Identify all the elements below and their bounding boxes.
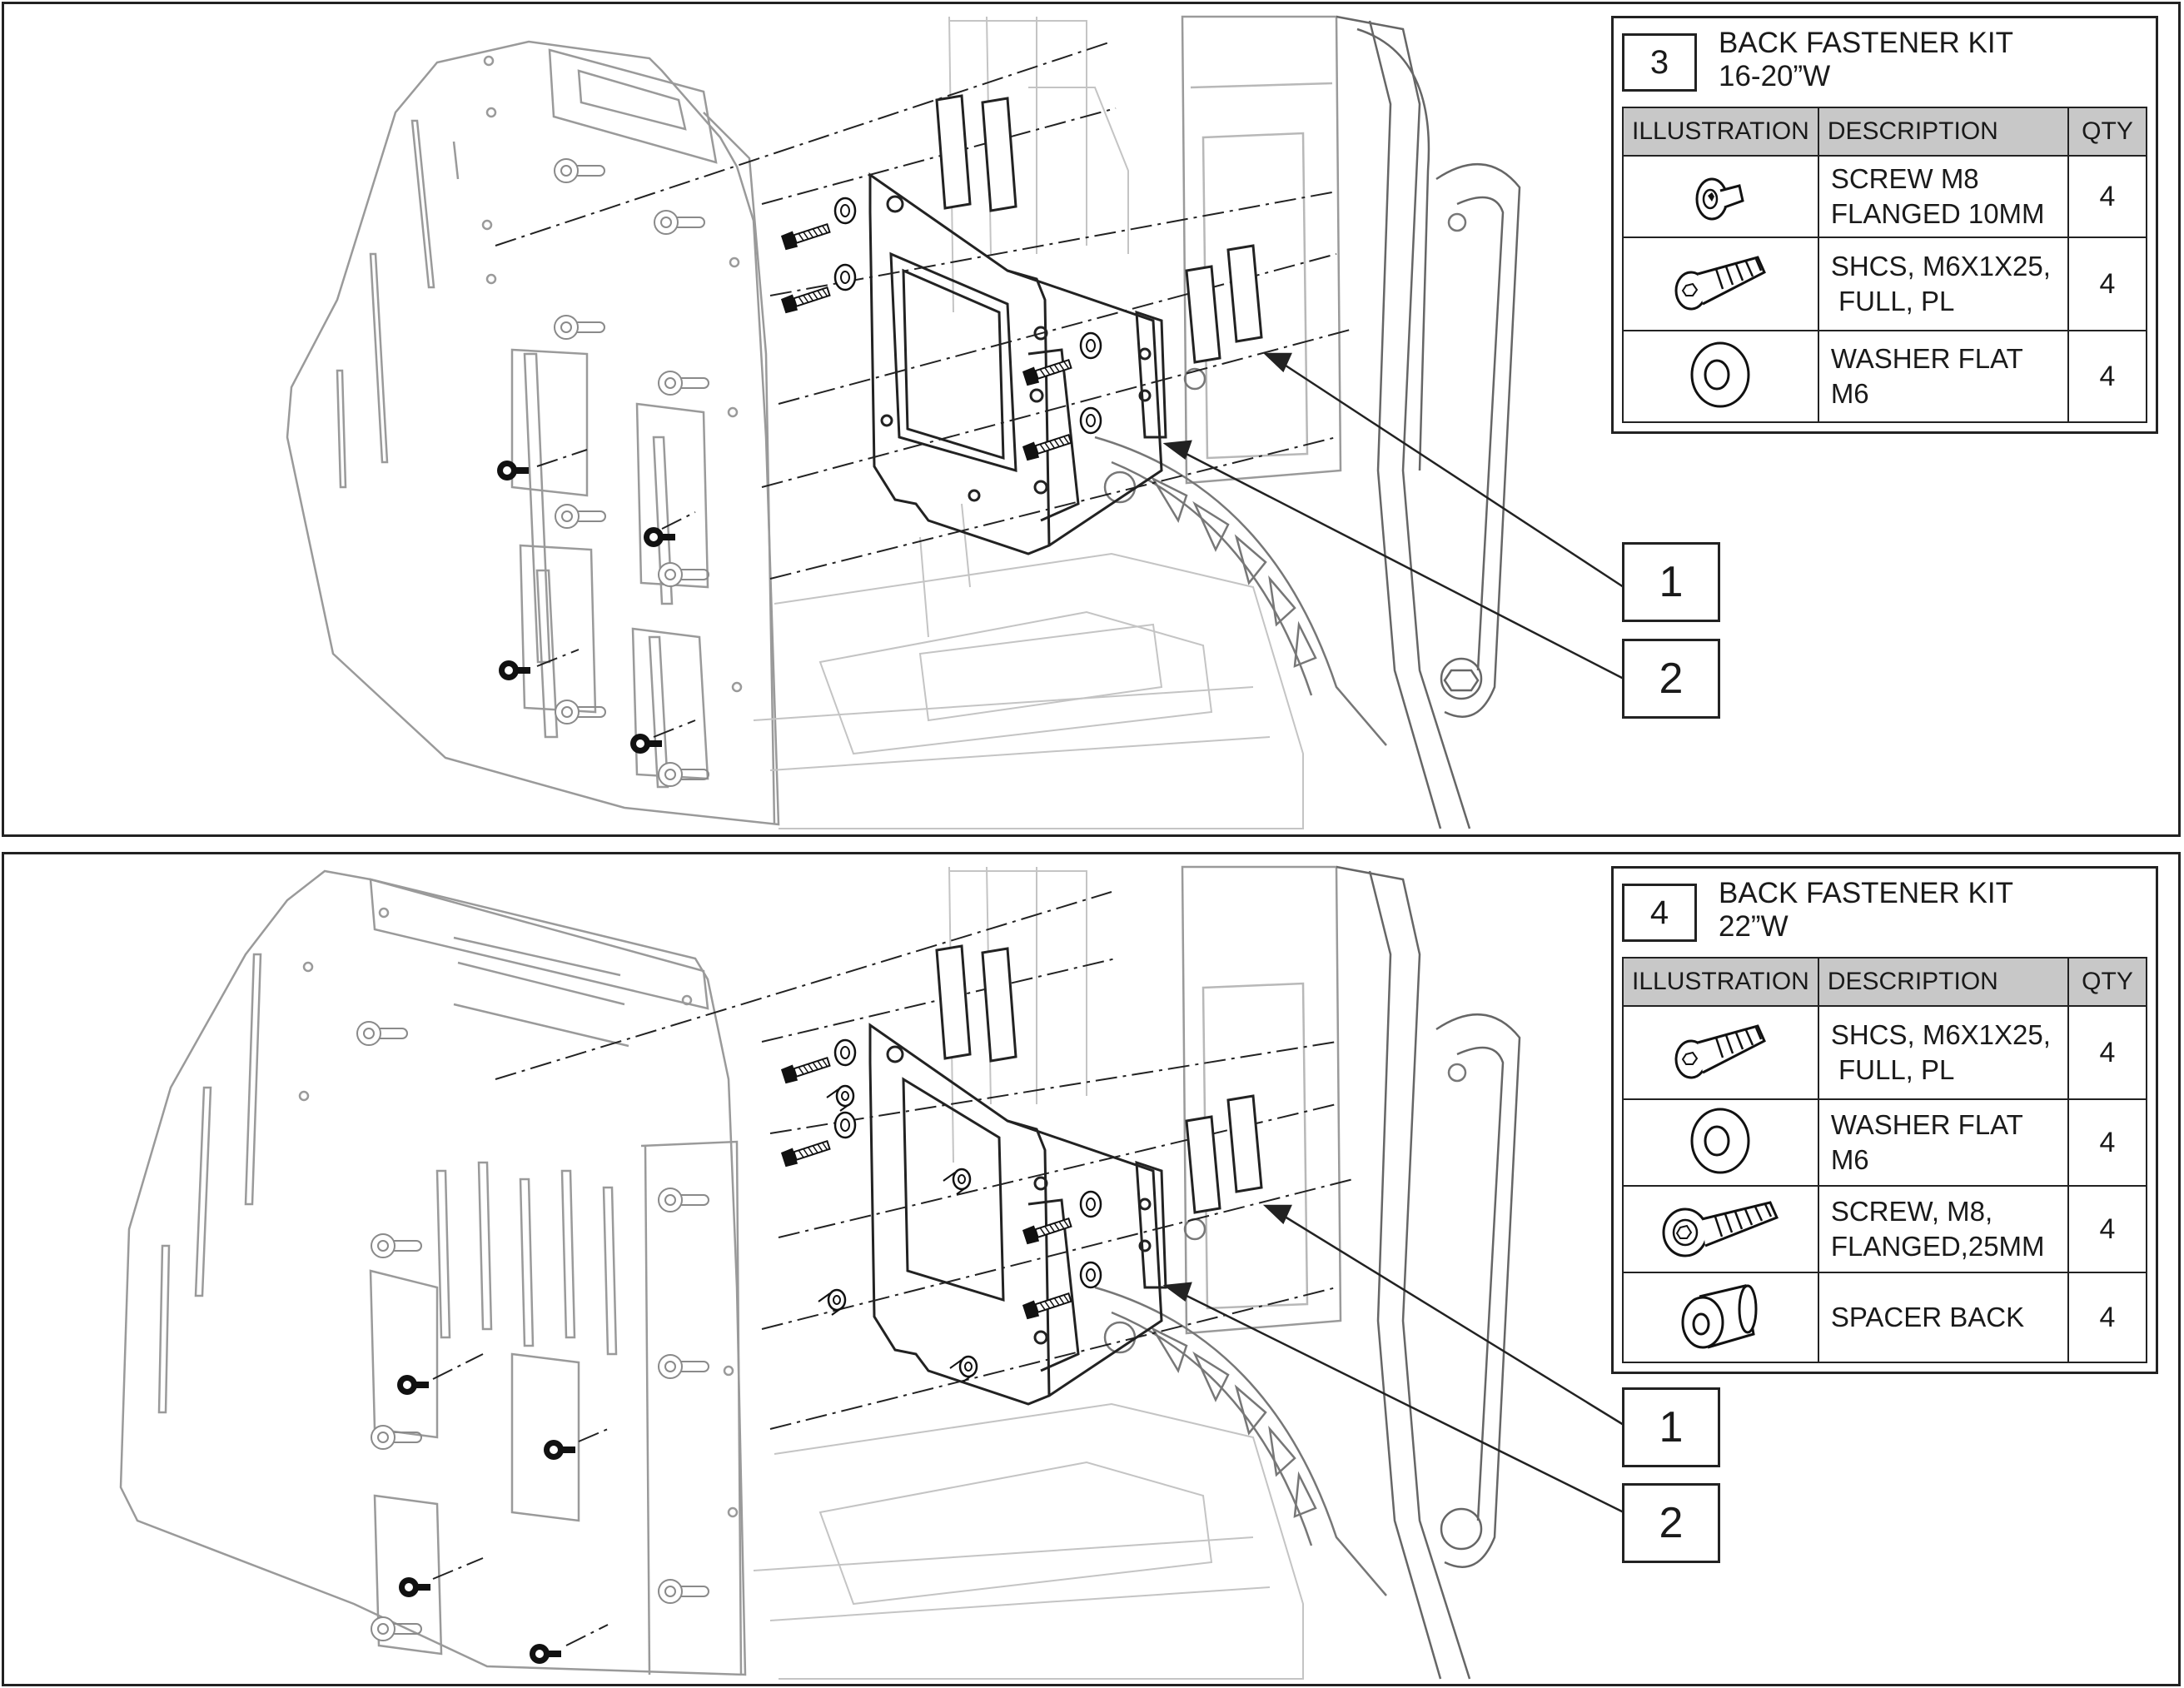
item-qty: 4 <box>2067 1185 2147 1273</box>
kit-4-header: 4 BACK FASTENER KIT 22”W <box>1622 877 2147 957</box>
kit-3-panel: 3 BACK FASTENER KIT 16-20”W ILLUSTRATION… <box>2 2 2181 837</box>
item-description-line1: WASHER FLAT <box>1830 1109 2023 1140</box>
kit-4-title-line1: BACK FASTENER KIT <box>1719 877 2013 909</box>
item-description-line1: SHCS, M6X1X25, <box>1830 251 2051 281</box>
kit-4-parts-table: 4 BACK FASTENER KIT 22”W ILLUSTRATION DE… <box>1611 866 2158 1374</box>
item-description-line2: M6 <box>1830 378 1869 409</box>
callout-1: 1 <box>1622 1387 1720 1467</box>
item-description-line2: M6 <box>1830 1144 1869 1175</box>
kit-4-number-box: 4 <box>1622 884 1697 942</box>
table-row: WASHER FLAT M6 4 <box>1622 330 2147 423</box>
backrest-pan-screws-wide <box>397 1375 575 1664</box>
item-qty: 4 <box>2067 330 2147 423</box>
callout-2: 2 <box>1622 1483 1720 1563</box>
kit-4-title-line2: 22”W <box>1719 910 1788 943</box>
kit-3-title-line2: 16-20”W <box>1719 60 1831 92</box>
armrest-loop <box>1435 163 1521 718</box>
kit-4-exploded-view-drawing <box>119 865 1624 1680</box>
backrest-plate-wide <box>119 869 747 1676</box>
kit-3-table-header: ILLUSTRATION DESCRIPTION QTY <box>1622 107 2147 157</box>
backrest-plate <box>286 40 780 826</box>
illustration-header: ILLUSTRATION <box>1622 107 1819 157</box>
kit-4-panel: 4 BACK FASTENER KIT 22”W ILLUSTRATION DE… <box>2 852 2181 1686</box>
item-description-line1: SCREW M8 <box>1830 163 1979 194</box>
clamp-brackets-wide <box>935 944 1263 1214</box>
clamp-brackets <box>935 94 1263 364</box>
item-qty: 4 <box>2067 1272 2147 1363</box>
illustration-header: ILLUSTRATION <box>1622 957 1819 1007</box>
kit-3-title: BACK FASTENER KIT 16-20”W <box>1719 27 2013 93</box>
table-row: SPACER BACK 4 <box>1622 1272 2147 1363</box>
item-qty: 4 <box>2067 155 2147 238</box>
kit-3-number-box: 3 <box>1622 33 1697 92</box>
kit-3-exploded-view-drawing <box>286 15 1624 829</box>
kit-3-table: ILLUSTRATION DESCRIPTION QTY SCREW M8 FL… <box>1622 107 2147 423</box>
backrest-slot-fasteners <box>554 158 709 787</box>
curved-brace <box>1094 436 1387 746</box>
flanged-screw-long-icon <box>1662 1200 1779 1257</box>
mounting-bracket-wide <box>868 1023 1167 1406</box>
item-qty: 4 <box>2067 1005 2147 1100</box>
mounting-bracket <box>868 172 1167 555</box>
item-qty: 4 <box>2067 1098 2147 1187</box>
flanged-screw-icon <box>1695 177 1745 220</box>
item-description-line2: FLANGED 10MM <box>1830 198 2045 229</box>
kit-4-title: BACK FASTENER KIT 22”W <box>1719 877 2013 944</box>
kit-4-table: ILLUSTRATION DESCRIPTION QTY SHCS, M6X1X… <box>1622 957 2147 1363</box>
socket-head-screw-icon <box>1674 1023 1767 1078</box>
qty-header: QTY <box>2067 957 2147 1007</box>
item-description-line1: SCREW, M8, <box>1830 1196 1993 1227</box>
socket-head-screw-icon <box>1674 255 1767 310</box>
side-frame-upright <box>1181 15 1342 485</box>
table-row: SCREW, M8, FLANGED,25MM 4 <box>1622 1185 2147 1273</box>
table-row: SHCS, M6X1X25, FULL, PL 4 <box>1622 237 2147 331</box>
item-description-line2: FLANGED,25MM <box>1830 1231 2045 1262</box>
kit-4-table-header: ILLUSTRATION DESCRIPTION QTY <box>1622 957 2147 1007</box>
item-description-line2: FULL, PL <box>1830 1054 1955 1085</box>
description-header: DESCRIPTION <box>1817 957 2070 1007</box>
callout-2: 2 <box>1622 639 1720 719</box>
backrest-pan-screws <box>497 461 675 754</box>
item-description-line2: FULL, PL <box>1830 286 1955 316</box>
table-row: SHCS, M6X1X25, FULL, PL 4 <box>1622 1005 2147 1100</box>
qty-header: QTY <box>2067 107 2147 157</box>
backrest-rear-edge <box>703 112 776 825</box>
item-description-line1: SPACER BACK <box>1830 1302 2025 1332</box>
spacer-icon <box>1681 1283 1758 1348</box>
kit-3-parts-table: 3 BACK FASTENER KIT 16-20”W ILLUSTRATION… <box>1611 16 2158 434</box>
flat-washer-icon <box>1690 1108 1750 1173</box>
side-frame-outer-rail <box>1336 15 1471 829</box>
item-description-line1: SHCS, M6X1X25, <box>1830 1019 2051 1050</box>
table-row: WASHER FLAT M6 4 <box>1622 1098 2147 1187</box>
kit-3-header: 3 BACK FASTENER KIT 16-20”W <box>1622 27 2147 107</box>
description-header: DESCRIPTION <box>1817 107 2070 157</box>
kit-3-title-line1: BACK FASTENER KIT <box>1719 27 2013 59</box>
table-row: SCREW M8 FLANGED 10MM 4 <box>1622 155 2147 238</box>
callout-1: 1 <box>1622 542 1720 622</box>
item-qty: 4 <box>2067 237 2147 331</box>
exploded-hardware-wide <box>779 1038 1102 1383</box>
flat-washer-icon <box>1690 341 1750 407</box>
item-description-line1: WASHER FLAT <box>1830 343 2023 374</box>
